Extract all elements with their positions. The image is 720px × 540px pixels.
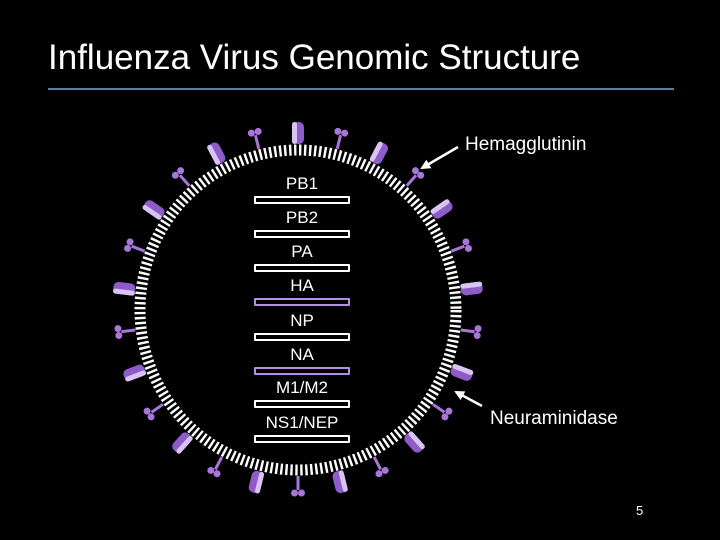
viral-envelope [134, 144, 462, 476]
neuraminidase-spike [372, 456, 389, 478]
neuraminidase-spike [291, 476, 305, 497]
hemagglutinin-spike [123, 364, 147, 382]
neuraminidase-spike [171, 167, 191, 187]
segment-label-5: NA [290, 345, 314, 364]
segment-label-1: PB2 [285, 208, 319, 227]
hemagglutinin-spike [404, 431, 425, 453]
segment-label-7: NS1/NEP [265, 413, 339, 432]
slide-title: Influenza Virus Genomic Structure [48, 38, 581, 77]
page-number: 5 [636, 503, 644, 518]
neuraminidase-spike [432, 403, 453, 421]
segment-label-0: PB1 [285, 174, 319, 193]
neuraminidase-spike [334, 127, 349, 150]
neuraminidase-spike [143, 403, 164, 421]
neuraminidase-arrow [454, 390, 483, 408]
hemagglutinin-spike [332, 470, 348, 493]
hemagglutinin-spike [207, 142, 226, 165]
surface-spikes [112, 122, 483, 497]
segment-bar-4 [254, 333, 350, 341]
hemagglutinin-spike [430, 199, 453, 219]
neuraminidase-spike [114, 325, 136, 340]
hemagglutinin-spike [172, 432, 193, 454]
segment-bar-3 [254, 298, 350, 306]
neuraminidase-spike [405, 167, 425, 187]
title-underline [48, 88, 674, 90]
segment-bar-0 [254, 196, 350, 204]
segment-label-4: NP [290, 311, 314, 330]
neuraminidase-spike [450, 238, 472, 253]
segment-label-6: M1/M2 [276, 378, 328, 397]
hemagglutinin-spike [112, 281, 136, 296]
segment-bar-6 [254, 400, 350, 408]
hemagglutinin-arrow [420, 145, 459, 170]
segment-bar-2 [254, 264, 350, 272]
hemagglutinin-label: Hemagglutinin [465, 134, 587, 155]
segment-bar-5 [254, 367, 350, 375]
hemagglutinin-spike [450, 363, 474, 381]
hemagglutinin-spike [142, 200, 165, 220]
hemagglutinin-spike [460, 281, 483, 296]
hemagglutinin-spike [369, 141, 388, 165]
hemagglutinin-spike [292, 122, 304, 144]
segment-label-2: PA [291, 242, 313, 261]
neuraminidase-spike [460, 325, 482, 340]
neuraminidase-spike [124, 238, 146, 253]
segment-label-3: HA [290, 276, 314, 295]
neuraminidase-label: Neuraminidase [490, 408, 618, 429]
segment-bar-7 [254, 435, 350, 443]
segment-bar-1 [254, 230, 350, 238]
hemagglutinin-spike [248, 470, 265, 494]
neuraminidase-spike [207, 456, 224, 478]
neuraminidase-spike [247, 127, 262, 150]
